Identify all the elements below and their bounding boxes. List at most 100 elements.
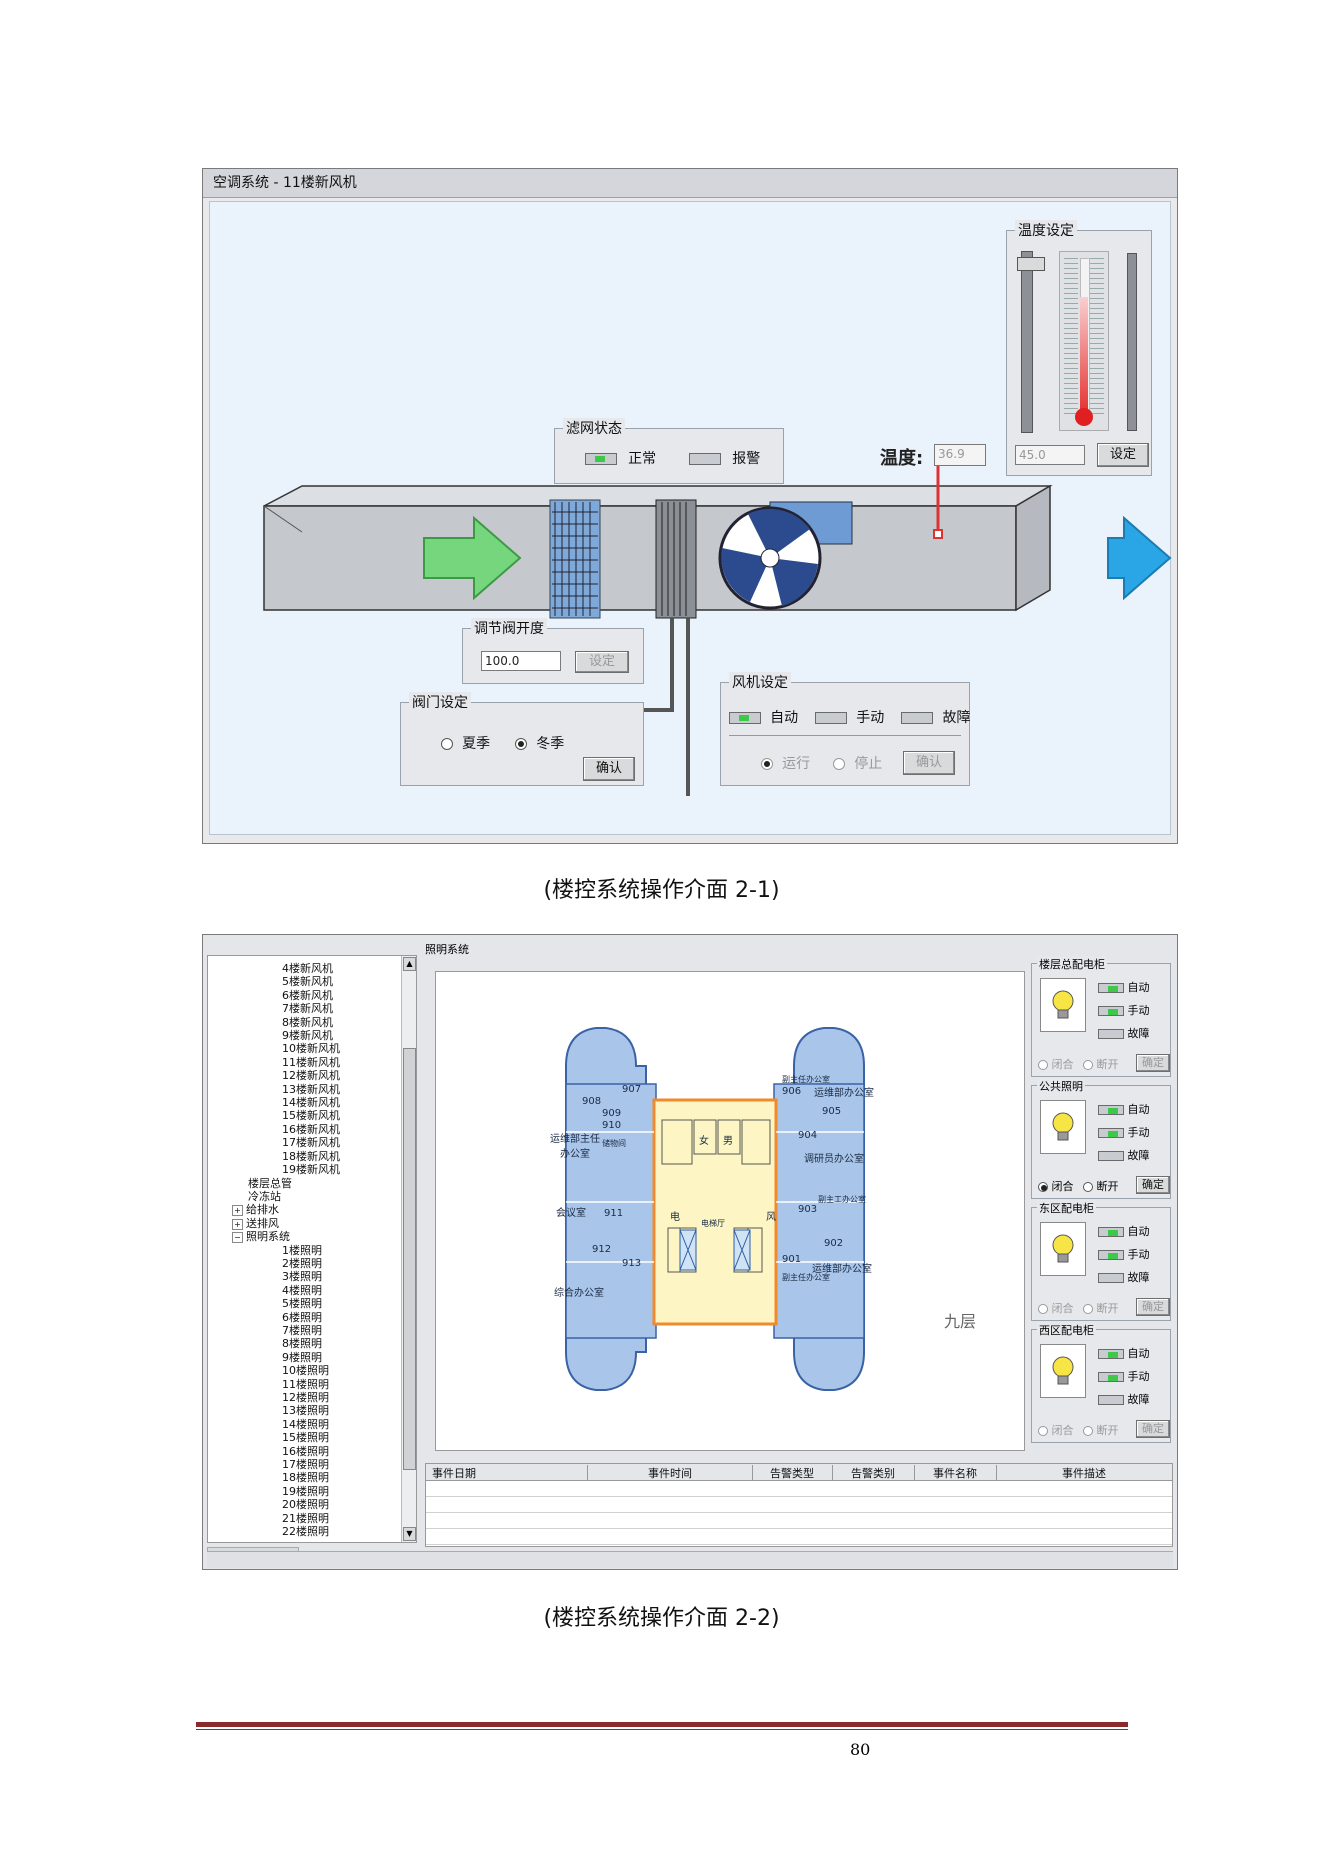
- tree-item-fresh-air[interactable]: 4楼新风机: [282, 962, 333, 975]
- tree-expand-icon[interactable]: +: [232, 1205, 243, 1217]
- temp-setpoint-input[interactable]: 45.0: [1015, 445, 1085, 465]
- tree-item-lighting[interactable]: 21楼照明: [282, 1511, 329, 1525]
- tree-item-lighting[interactable]: 12楼照明: [282, 1391, 329, 1404]
- filter-alarm-indicator: [689, 452, 722, 465]
- tree-item-lighting[interactable]: 18楼照明: [282, 1471, 329, 1485]
- tree-item-lighting[interactable]: 20楼照明: [282, 1498, 329, 1512]
- open-radio[interactable]: [1083, 1060, 1093, 1070]
- tree-item-fresh-air[interactable]: 8楼新风机: [282, 1015, 333, 1029]
- tree-expand-icon[interactable]: −: [232, 1232, 243, 1244]
- tree-item-lighting[interactable]: 15楼照明: [282, 1431, 329, 1445]
- open-radio[interactable]: [1083, 1182, 1093, 1192]
- tree-item-fresh-air[interactable]: 17楼新风机: [282, 1136, 340, 1150]
- table-header-cell[interactable]: 事件日期: [426, 1465, 588, 1481]
- valve-confirm-button[interactable]: 确认: [583, 757, 635, 781]
- breaker-panel-legend: 楼层总配电柜: [1037, 956, 1107, 972]
- table-header-cell[interactable]: 告警类型: [752, 1465, 833, 1481]
- event-table: 事件日期事件时间告警类型告警类别事件名称事件描述: [425, 1463, 1173, 1547]
- tree-item-lighting[interactable]: 17楼照明: [282, 1458, 329, 1472]
- auto-indicator: [1098, 1227, 1124, 1237]
- tree-item-fresh-air[interactable]: 6楼新风机: [282, 988, 333, 1002]
- valve-opening-group: 调节阀开度 100.0 设定: [462, 618, 644, 684]
- confirm-button[interactable]: 确定: [1136, 1420, 1170, 1438]
- fan-run-radio[interactable]: [761, 757, 773, 770]
- tree-item-system[interactable]: +送排风: [208, 1217, 398, 1230]
- breaker-panel: 公共照明 自动 手动 故障 闭合 断开确定: [1031, 1078, 1171, 1199]
- breaker-panel: 东区配电柜 自动 手动 故障 闭合 断开确定: [1031, 1200, 1171, 1321]
- light-bulb-icon: [1040, 978, 1086, 1032]
- tree-item-lighting[interactable]: 11楼照明: [282, 1377, 329, 1391]
- tree-item-fresh-air[interactable]: 16楼新风机: [282, 1122, 340, 1136]
- valve-opening-input[interactable]: 100.0: [481, 651, 561, 671]
- scroll-up-icon[interactable]: ▲: [403, 957, 416, 971]
- tree-item-lighting[interactable]: 9楼照明: [282, 1350, 322, 1364]
- close-label: 闭合: [1051, 1302, 1074, 1315]
- open-radio[interactable]: [1083, 1426, 1093, 1436]
- tree-item-lighting[interactable]: 13楼照明: [282, 1404, 329, 1418]
- tree-item-fresh-air[interactable]: 13楼新风机: [282, 1082, 340, 1096]
- fan-stop-label: 停止: [854, 756, 883, 772]
- tree-item-fresh-air[interactable]: 12楼新风机: [282, 1069, 340, 1083]
- tree-item-system[interactable]: 楼层总管: [248, 1176, 292, 1190]
- close-radio[interactable]: [1038, 1060, 1048, 1070]
- tree-item-fresh-air[interactable]: 9楼新风机: [282, 1029, 333, 1043]
- tree-item-lighting[interactable]: 2楼照明: [282, 1256, 322, 1270]
- winter-radio[interactable]: [515, 737, 528, 750]
- open-label: 断开: [1096, 1058, 1119, 1071]
- valve-opening-set-button[interactable]: 设定: [575, 651, 629, 673]
- tree-item-fresh-air[interactable]: 10楼新风机: [282, 1042, 340, 1056]
- table-header-cell[interactable]: 事件时间: [588, 1465, 753, 1481]
- temp-set-button[interactable]: 设定: [1097, 443, 1149, 467]
- tree-item-lighting[interactable]: 3楼照明: [282, 1270, 322, 1284]
- table-header-cell[interactable]: 事件描述: [996, 1465, 1173, 1481]
- tree-item-lighting[interactable]: 1楼照明: [282, 1243, 322, 1257]
- close-radio[interactable]: [1038, 1304, 1048, 1314]
- tree-item-lighting[interactable]: 16楼照明: [282, 1444, 329, 1458]
- tree-item-system[interactable]: 冷冻站: [248, 1189, 281, 1203]
- auto-label: 自动: [1127, 1103, 1150, 1116]
- tree-item-system[interactable]: +给排水: [208, 1203, 398, 1217]
- tree-item-lighting[interactable]: 8楼照明: [282, 1337, 322, 1351]
- control-panels: 楼层总配电柜 自动 手动 故障 闭合 断开确定公共照明 自动 手动 故障 闭合 …: [1031, 956, 1171, 1453]
- open-radio[interactable]: [1083, 1304, 1093, 1314]
- fan-confirm-button[interactable]: 确认: [903, 751, 955, 775]
- thermometer: [1059, 251, 1109, 431]
- tree-item-lighting[interactable]: 14楼照明: [282, 1417, 329, 1431]
- tree-item-fresh-air[interactable]: 14楼新风机: [282, 1096, 340, 1110]
- close-radio[interactable]: [1038, 1182, 1048, 1192]
- tree-scrollbar[interactable]: ▲ ▼: [401, 956, 416, 1542]
- fan-auto-indicator: [729, 711, 761, 724]
- confirm-button[interactable]: 确定: [1136, 1054, 1170, 1072]
- tree-item-lighting[interactable]: 10楼照明: [282, 1364, 329, 1378]
- tree-item-fresh-air[interactable]: 19楼新风机: [282, 1163, 340, 1177]
- open-label: 断开: [1096, 1180, 1119, 1193]
- summer-radio[interactable]: [441, 737, 453, 750]
- tree-item-lighting[interactable]: 7楼照明: [282, 1323, 322, 1337]
- confirm-button[interactable]: 确定: [1136, 1298, 1170, 1316]
- confirm-button[interactable]: 确定: [1136, 1176, 1170, 1194]
- tree-item-lighting[interactable]: 4楼照明: [282, 1283, 322, 1297]
- tree-item-fresh-air[interactable]: 7楼新风机: [282, 1002, 333, 1016]
- tree-item-lighting[interactable]: 6楼照明: [282, 1310, 322, 1324]
- tree-expand-icon[interactable]: +: [232, 1218, 243, 1230]
- table-header-cell[interactable]: 告警类别: [832, 1465, 915, 1481]
- tree-item-fresh-air[interactable]: 18楼新风机: [282, 1149, 340, 1163]
- fan-stop-radio[interactable]: [833, 757, 846, 770]
- close-radio[interactable]: [1038, 1426, 1048, 1436]
- tree-item-system[interactable]: −照明系统: [208, 1230, 398, 1244]
- auto-label: 自动: [1127, 1347, 1150, 1360]
- tree-item-lighting[interactable]: 5楼照明: [282, 1297, 322, 1311]
- breaker-panel-legend: 东区配电柜: [1037, 1200, 1096, 1216]
- temp-slider-thumb[interactable]: [1017, 257, 1045, 271]
- tree-item-fresh-air[interactable]: 11楼新风机: [282, 1055, 340, 1069]
- tree-item-fresh-air[interactable]: 15楼新风机: [282, 1109, 340, 1123]
- tree-item-lighting[interactable]: 22楼照明: [282, 1525, 329, 1539]
- table-header-cell[interactable]: 事件名称: [914, 1465, 997, 1481]
- scroll-thumb[interactable]: [403, 1048, 416, 1470]
- tree-item-fresh-air[interactable]: 5楼新风机: [282, 975, 333, 989]
- auto-indicator: [1098, 1105, 1124, 1115]
- scroll-down-icon[interactable]: ▼: [403, 1527, 416, 1541]
- filter-status-legend: 滤网状态: [563, 418, 625, 438]
- tree-item-lighting[interactable]: 19楼照明: [282, 1484, 329, 1498]
- temp-slider-track[interactable]: [1021, 251, 1033, 433]
